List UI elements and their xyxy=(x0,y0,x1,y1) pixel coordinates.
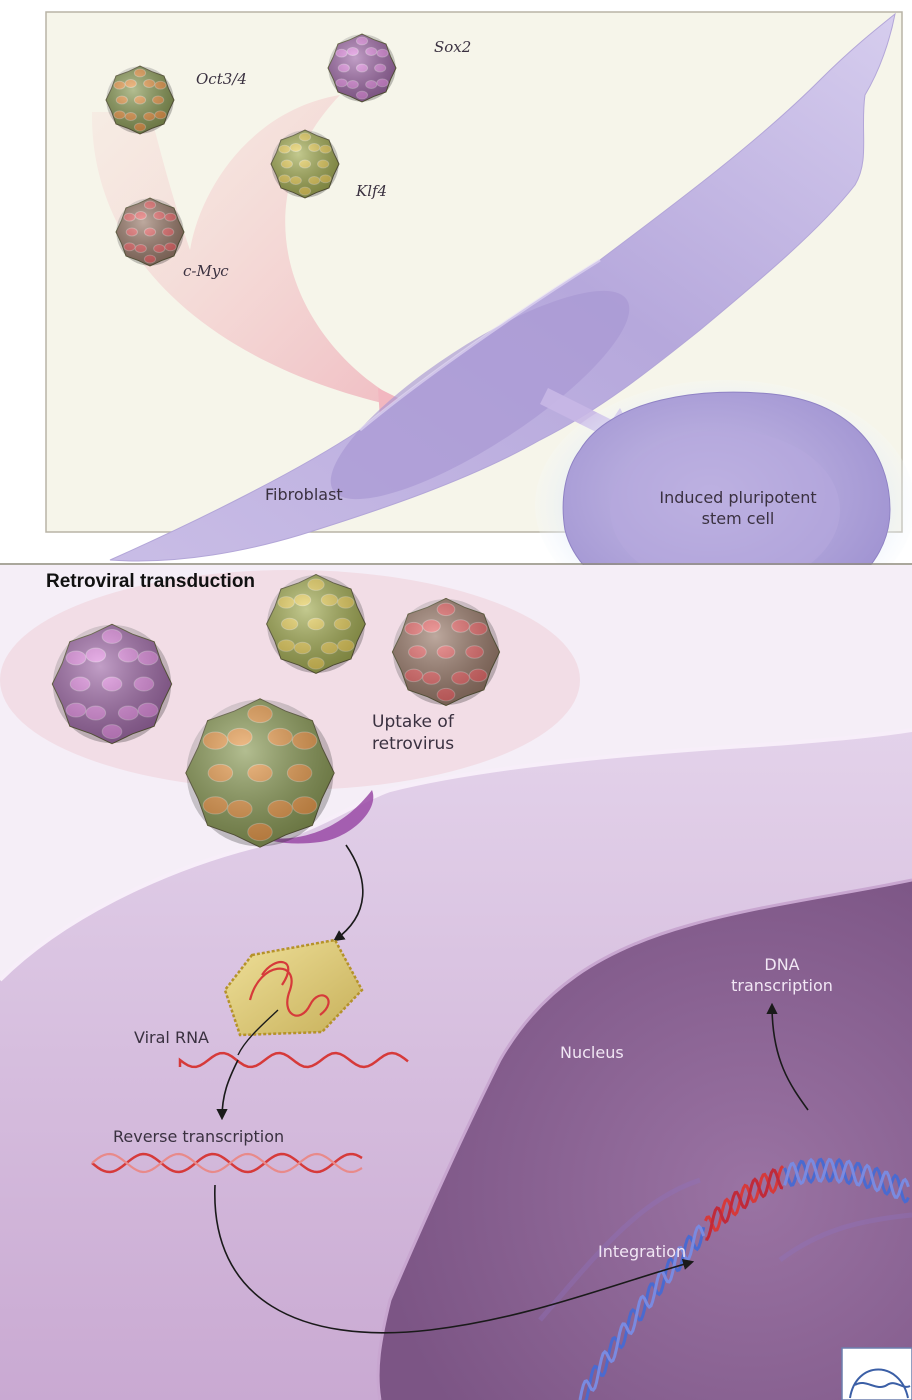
sox-virus-extracellular xyxy=(52,624,171,743)
sox-label: Sox2 xyxy=(434,38,471,56)
myc-virus-extracellular-part xyxy=(393,599,499,705)
oct-virus-uptake xyxy=(186,699,334,847)
oct-virus-uptake-part xyxy=(187,700,334,847)
fibroblast-label: Fibroblast xyxy=(265,485,343,504)
klf-label: Klf4 xyxy=(355,182,387,200)
klf-virus-extracellular xyxy=(267,575,366,674)
oct-virus-part xyxy=(106,66,173,133)
ips-label-line1: Induced pluripotent xyxy=(659,488,816,507)
klf-virus-extracellular-part xyxy=(267,575,365,673)
integration-label: Integration xyxy=(598,1242,686,1261)
dna-transcription-line2: transcription xyxy=(731,976,833,995)
ips-label-line2: stem cell xyxy=(702,509,775,528)
oct-label: Oct3/4 xyxy=(196,70,247,88)
klf-virus-part xyxy=(271,130,338,197)
viral-rna-label: Viral RNA xyxy=(134,1028,209,1047)
uptake-label-line1: Uptake of xyxy=(372,712,455,732)
dna-transcription-line1: DNA xyxy=(764,955,799,974)
myc-label: c-Myc xyxy=(183,262,229,280)
reverse-transcription-label: Reverse transcription xyxy=(113,1127,284,1146)
sox-virus-part xyxy=(328,34,395,101)
section-title: Retroviral transduction xyxy=(46,571,255,592)
myc-virus xyxy=(116,198,184,266)
sox-virus xyxy=(328,34,396,102)
myc-virus-part xyxy=(116,198,183,265)
sox-virus-extracellular-part xyxy=(53,625,171,743)
uptake-label-line2: retrovirus xyxy=(372,734,454,754)
bottom-panel: Retroviral transduction Uptake of retrov… xyxy=(0,565,912,1400)
corner-logo xyxy=(842,1348,912,1400)
klf-virus xyxy=(271,130,339,198)
nucleus-label: Nucleus xyxy=(560,1043,624,1062)
oct-virus xyxy=(106,66,174,134)
myc-virus-extracellular xyxy=(392,598,499,705)
top-panel: Fibroblast Induced pluripotent stem cell… xyxy=(0,0,912,630)
